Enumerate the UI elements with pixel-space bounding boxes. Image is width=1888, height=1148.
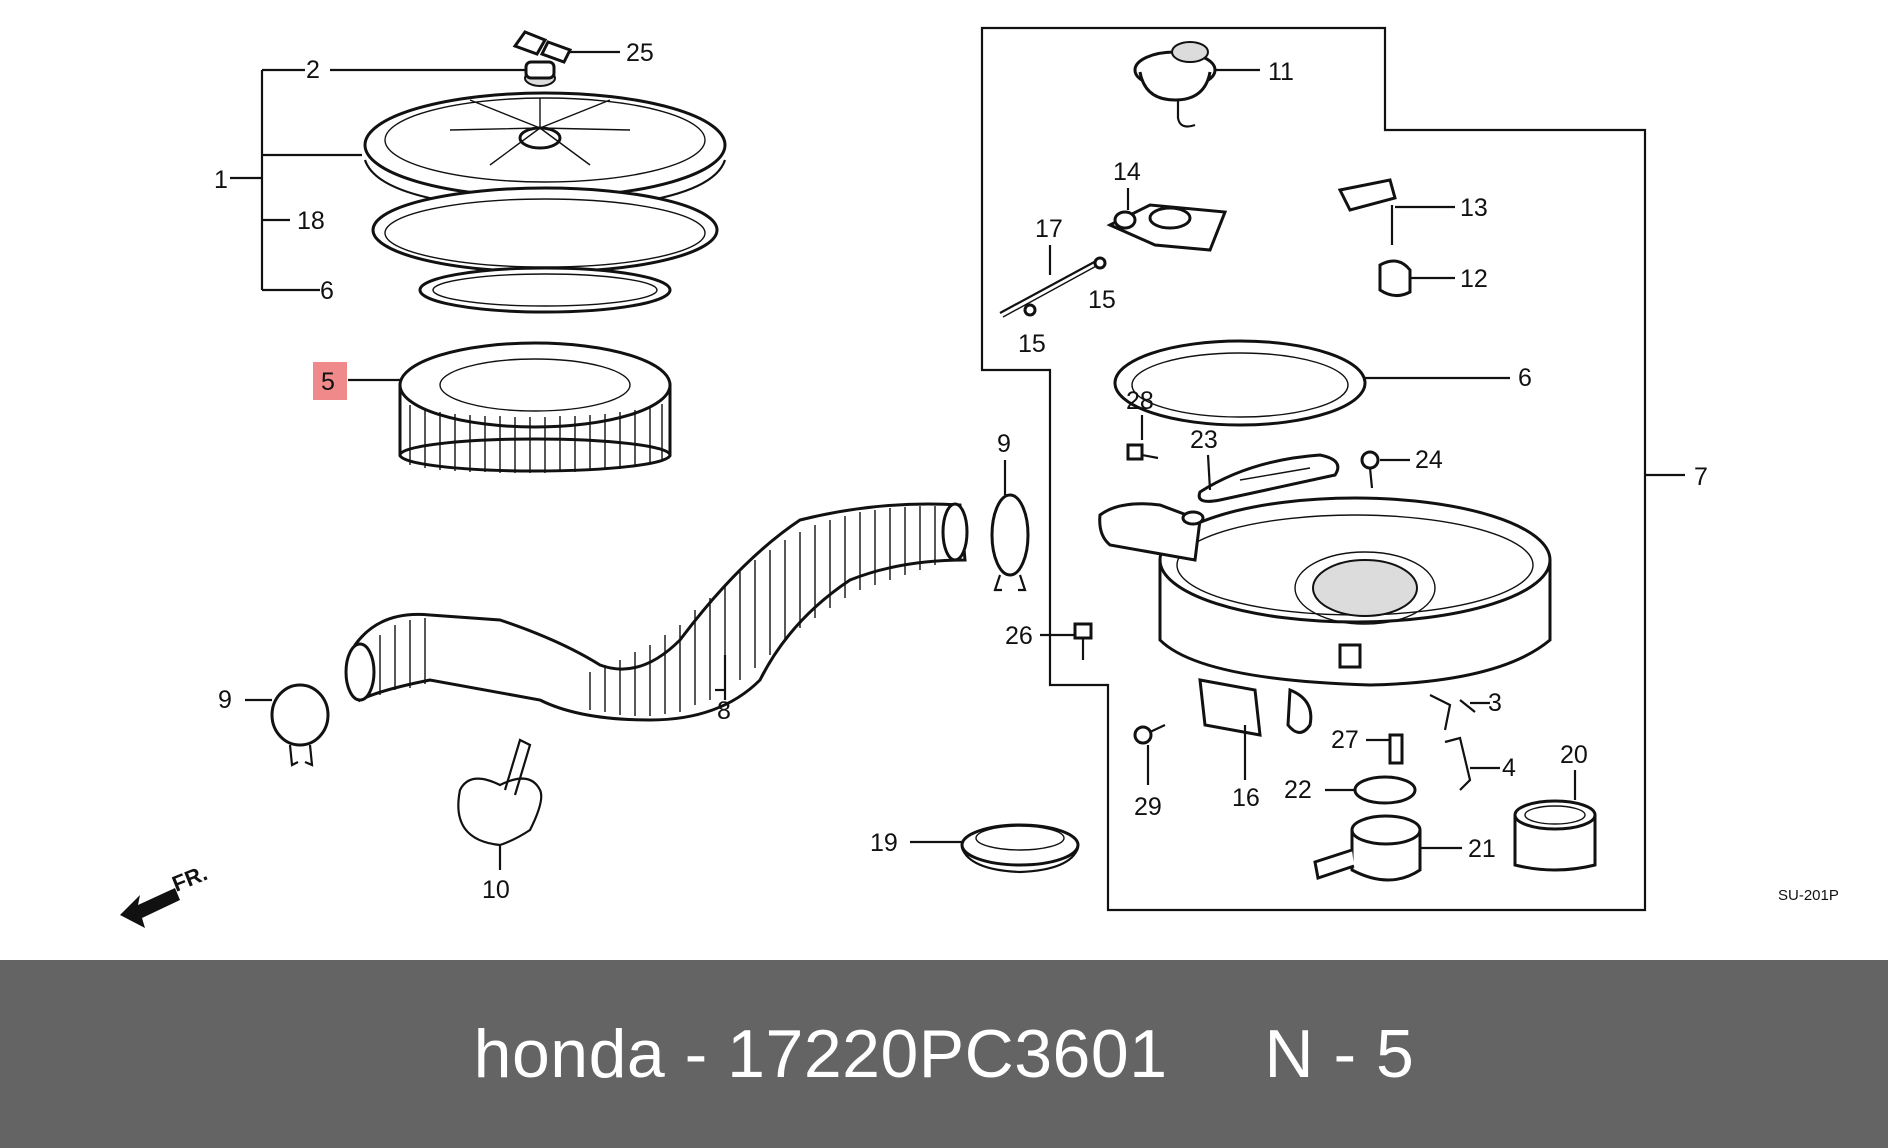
callout-3: 3 (1488, 689, 1502, 717)
wire-clip-part (457, 738, 543, 870)
collar-part (1513, 770, 1597, 872)
callout-24: 24 (1415, 446, 1443, 474)
callout-16: 16 (1232, 784, 1260, 812)
callout-5: 5 (321, 368, 335, 396)
front-direction-arrow: FR. (120, 860, 211, 928)
clip-part (1023, 256, 1107, 317)
exploded-view-drawing: FR. (120, 26, 1839, 928)
callout-26: 26 (1005, 622, 1033, 650)
callout-22: 22 (1284, 776, 1312, 804)
air-filter-element-part (348, 341, 672, 473)
leader-bracket-1 (230, 68, 362, 292)
part-number-caption: honda - 17220PC3601 N - 5 (473, 1016, 1415, 1092)
highlight-box (313, 362, 347, 400)
seal-ring-part (418, 266, 672, 314)
vacuum-motor-part (1133, 41, 1260, 128)
callout-4: 4 (1502, 754, 1516, 782)
wing-nut-part (512, 30, 620, 64)
callout-19: 19 (870, 829, 898, 857)
bolt-part (1040, 622, 1093, 660)
callout-10: 10 (482, 876, 510, 904)
callout-17: 17 (1035, 215, 1063, 243)
direction-label: FR. (169, 860, 211, 896)
callout-9-left: 9 (218, 686, 232, 714)
callout-2: 2 (306, 56, 320, 84)
spring-clip-part (1444, 736, 1500, 791)
sensor-clip-part (1337, 178, 1455, 245)
bolt-part (1126, 415, 1159, 461)
callout-18: 18 (297, 207, 325, 235)
air-cleaner-cover-part (363, 91, 727, 212)
gasket-part (371, 186, 719, 274)
callout-15-upper: 15 (1088, 286, 1116, 314)
callout-29: 29 (1134, 793, 1162, 821)
spring-clip-part (1429, 694, 1490, 731)
callout-23: 23 (1190, 426, 1218, 454)
temperature-sensor-part (1313, 814, 1462, 882)
base-seal-part (910, 823, 1080, 874)
callout-28: 28 (1126, 387, 1154, 415)
grommet-part (1378, 259, 1455, 297)
callout-27: 27 (1331, 726, 1359, 754)
callout-11: 11 (1268, 58, 1294, 86)
bolt-part (1133, 724, 1166, 785)
callout-25: 25 (626, 39, 654, 67)
nut-part (330, 60, 556, 87)
sensor-bracket-part (1106, 188, 1228, 252)
callout-12: 12 (1460, 265, 1488, 293)
callout-7: 7 (1694, 463, 1708, 491)
hose-clamp-part (990, 460, 1030, 592)
callout-15-lower: 15 (1018, 330, 1046, 358)
intake-hose-part (344, 502, 969, 722)
callout-8: 8 (717, 697, 731, 725)
bolt-part (1366, 733, 1404, 765)
assembly-group-outline (980, 26, 1647, 912)
seal-ring-part (1113, 339, 1510, 427)
callout-6-right: 6 (1518, 364, 1532, 392)
callout-13: 13 (1460, 194, 1488, 222)
screw-part (1360, 450, 1410, 489)
valve-plate-part (1325, 775, 1417, 805)
parts-diagram: FR. (120, 26, 1839, 928)
drawing-code: SU-201P (1778, 887, 1839, 904)
callout-14: 14 (1113, 158, 1141, 186)
callout-20: 20 (1560, 741, 1588, 769)
callout-1: 1 (214, 166, 228, 194)
callout-6-left: 6 (320, 277, 334, 305)
air-cleaner-housing-part (1098, 496, 1552, 737)
control-rod-part (999, 245, 1101, 318)
callout-21: 21 (1468, 835, 1496, 863)
footer-bar: honda - 17220PC3601 N - 5 (0, 960, 1888, 1148)
support-bracket-part (1197, 453, 1340, 503)
callout-9-right: 9 (997, 430, 1011, 458)
hose-clamp-part (245, 683, 330, 767)
